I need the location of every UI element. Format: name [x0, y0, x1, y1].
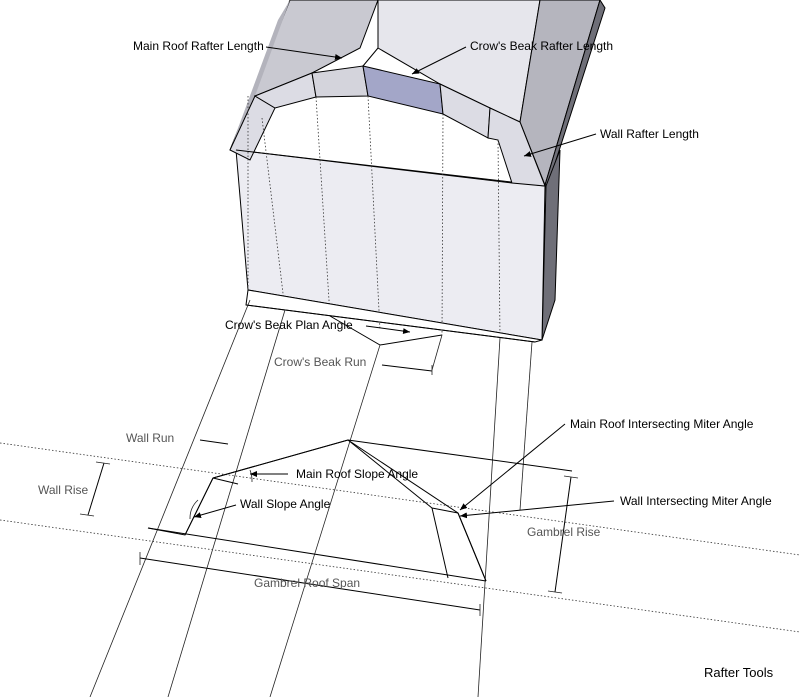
label-crows-beak-plan-angle: Crow's Beak Plan Angle	[225, 318, 353, 332]
label-wall-rise: Wall Rise	[38, 483, 89, 497]
building-3d	[229, 0, 606, 346]
leader-lines	[193, 46, 615, 519]
eave-panel-center-left	[311, 65, 369, 98]
brand-label: Rafter Tools	[704, 665, 774, 680]
label-main-roof-slope-angle: Main Roof Slope Angle	[296, 467, 418, 481]
label-wall-run: Wall Run	[126, 431, 174, 445]
front-projection-lines	[247, 95, 501, 339]
label-gambrel-roof-span: Gambrel Roof Span	[254, 576, 360, 590]
label-crows-beak-rafter-length: Crow's Beak Rafter Length	[470, 39, 613, 53]
roof-left-slope-shade	[230, 0, 290, 150]
gambrel-section	[147, 439, 573, 582]
label-wall-intersecting-miter-angle: Wall Intersecting Miter Angle	[620, 494, 772, 508]
label-main-roof-rafter-length: Main Roof Rafter Length	[133, 39, 264, 53]
dimension-lines	[79, 364, 579, 616]
label-crows-beak-run: Crow's Beak Run	[274, 355, 366, 369]
text-labels: Main Roof Rafter Length Crow's Beak Raft…	[38, 39, 774, 680]
label-wall-slope-angle: Wall Slope Angle	[240, 497, 331, 511]
horizon-lines	[0, 442, 800, 633]
projection-guides	[89, 299, 533, 697]
label-gambrel-rise: Gambrel Rise	[527, 525, 601, 539]
label-wall-rafter-length: Wall Rafter Length	[600, 127, 699, 141]
label-main-roof-intersecting-miter-angle: Main Roof Intersecting Miter Angle	[570, 417, 754, 431]
